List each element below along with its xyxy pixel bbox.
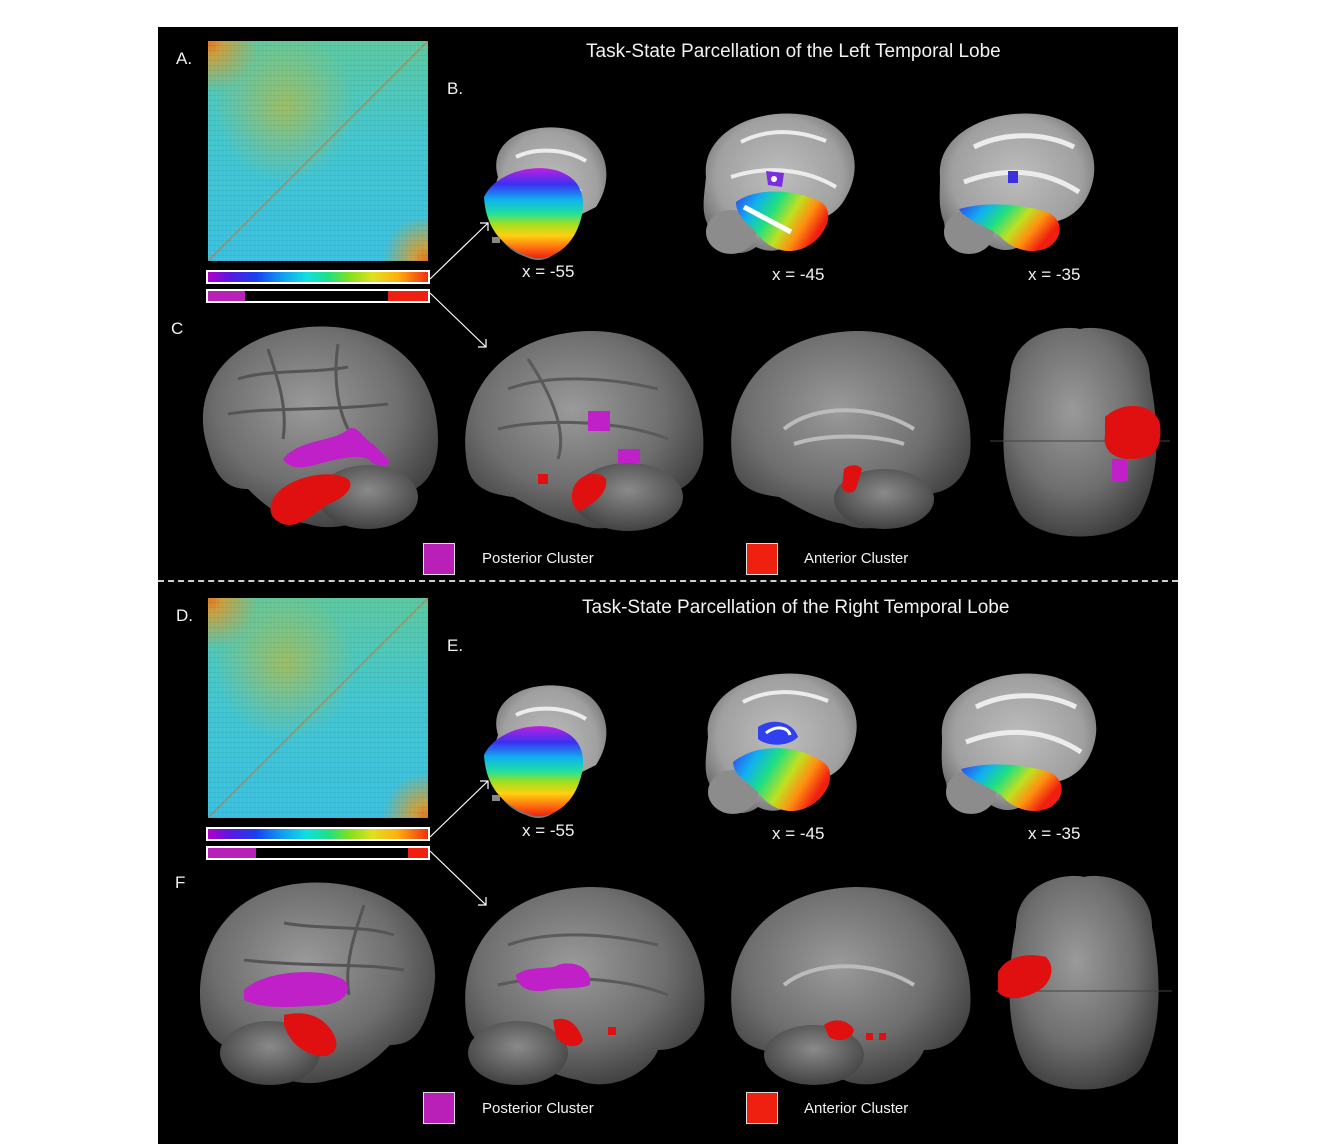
label-c: C (171, 319, 184, 338)
label-f: F (175, 873, 186, 892)
brain-medial-left-1 (465, 330, 704, 531)
slice-bottom-1-label: x = -55 (522, 821, 575, 840)
legend-posterior-label: Posterior Cluster (482, 550, 594, 567)
brain-axial-right (996, 875, 1172, 1090)
cluster-bar-anterior (388, 291, 428, 301)
cluster-bar-anterior (408, 848, 428, 858)
label-e: E. (447, 636, 464, 655)
legend-anterior-label: Anterior Cluster (804, 550, 909, 567)
section-separator (158, 580, 1178, 582)
cluster-bar-left (206, 289, 430, 303)
legend-posterior-label-bottom: Posterior Cluster (482, 1100, 594, 1117)
brain-medial-right-1 (465, 886, 705, 1085)
cluster-bar-posterior (208, 848, 257, 858)
slice-top-1-label: x = -55 (522, 262, 575, 281)
figure-panel: Task-State Parcellation of the Left Temp… (158, 27, 1178, 1144)
cluster-bar-right (206, 846, 430, 860)
legend-anterior-swatch-bottom (746, 1092, 778, 1124)
cluster-bar-posterior (208, 291, 246, 301)
similarity-matrix-right (208, 598, 428, 818)
top-title: Task-State Parcellation of the Left Temp… (586, 41, 1001, 62)
arrows-top (429, 222, 489, 348)
colorbar-right (206, 827, 430, 841)
brain-medial-left-2 (731, 330, 971, 529)
slice-bottom-3-label: x = -35 (1028, 824, 1081, 843)
slice-bottom-1 (484, 685, 607, 819)
brain-lateral-left (202, 326, 438, 529)
slice-bottom-2-label: x = -45 (772, 824, 825, 843)
legend-posterior-swatch-bottom (423, 1092, 455, 1124)
bottom-title: Task-State Parcellation of the Right Tem… (582, 597, 1010, 618)
legend-anterior-swatch (746, 543, 778, 575)
brain-lateral-right (200, 882, 436, 1085)
slice-top-1 (484, 127, 607, 261)
slice-top-2 (703, 113, 855, 254)
label-b: B. (447, 79, 464, 98)
brain-axial-left (990, 327, 1170, 537)
label-a: A. (176, 49, 193, 68)
colorbar-left (206, 270, 430, 284)
legend-posterior-swatch (423, 543, 455, 575)
slice-bottom-2 (705, 673, 857, 814)
slice-bottom-3 (941, 673, 1097, 814)
arrows-bottom (429, 780, 489, 906)
similarity-matrix-left (208, 41, 428, 261)
legend-anterior-label-bottom: Anterior Cluster (804, 1100, 909, 1117)
slice-top-2-label: x = -45 (772, 265, 825, 284)
slice-top-3-label: x = -35 (1028, 265, 1081, 284)
brain-medial-right-2 (731, 886, 971, 1085)
label-d: D. (176, 606, 193, 625)
slice-top-3 (939, 113, 1095, 254)
